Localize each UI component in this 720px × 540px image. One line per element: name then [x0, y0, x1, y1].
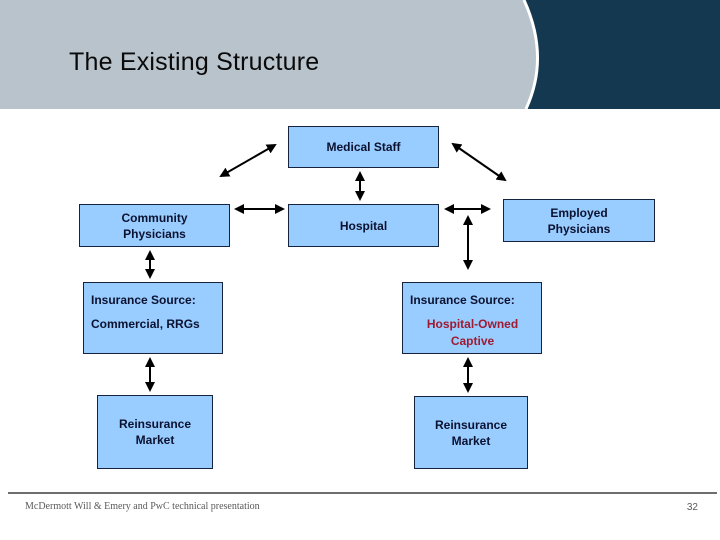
- page-number: 32: [686, 502, 698, 513]
- hospital-box: Hospital: [288, 204, 439, 247]
- arrow-medical-staff-community: [219, 144, 277, 177]
- medical-staff-box: Medical Staff: [288, 126, 439, 168]
- reinsurance-right-label-line1: Reinsurance: [434, 417, 508, 432]
- hospital-label: Hospital: [339, 218, 388, 233]
- reinsurance-left-label-line1: Reinsurance: [118, 417, 192, 431]
- community-physicians-box: Community Physicians: [79, 204, 230, 247]
- employed-physicians-box: Employed Physicians: [503, 199, 655, 242]
- reinsurance-left-label-line2: Market: [135, 433, 175, 447]
- insurance-source-center-header: Insurance Source:: [410, 293, 515, 307]
- insurance-source-center-content-line1: Hospital-Owned: [426, 317, 519, 331]
- footer-attribution: McDermott Will & Emery and PwC technical…: [25, 501, 260, 512]
- banner-curve-graphic: [522, 0, 720, 109]
- banner-white-curve: [522, 0, 539, 109]
- title-banner: The Existing Structure: [0, 0, 720, 109]
- page-title: The Existing Structure: [69, 48, 320, 76]
- arrow-medical-staff-employed: [451, 142, 507, 182]
- insurance-source-center-content-line2: Captive: [450, 334, 495, 348]
- banner-navy-shape: [524, 0, 720, 109]
- reinsurance-right-label-line2: Market: [451, 433, 491, 448]
- medical-staff-label: Medical Staff: [326, 140, 401, 154]
- employed-physicians-label-line2: Physicians: [547, 221, 611, 236]
- reinsurance-market-right-box: Reinsurance Market: [414, 396, 528, 469]
- insurance-source-left-content: Commercial, RRGs: [91, 317, 200, 331]
- reinsurance-market-left-box: Reinsurance Market: [97, 395, 213, 469]
- insurance-source-captive-box: Insurance Source: Hospital-Owned Captive: [402, 282, 542, 354]
- insurance-source-commercial-box: Insurance Source: Commercial, RRGs: [83, 282, 223, 354]
- employed-physicians-label-line1: Employed: [550, 205, 608, 220]
- community-physicians-label-line1: Community: [121, 210, 188, 225]
- insurance-source-left-header: Insurance Source:: [91, 293, 196, 307]
- footer-divider-line: [8, 492, 717, 494]
- community-physicians-label-line2: Physicians: [123, 226, 186, 241]
